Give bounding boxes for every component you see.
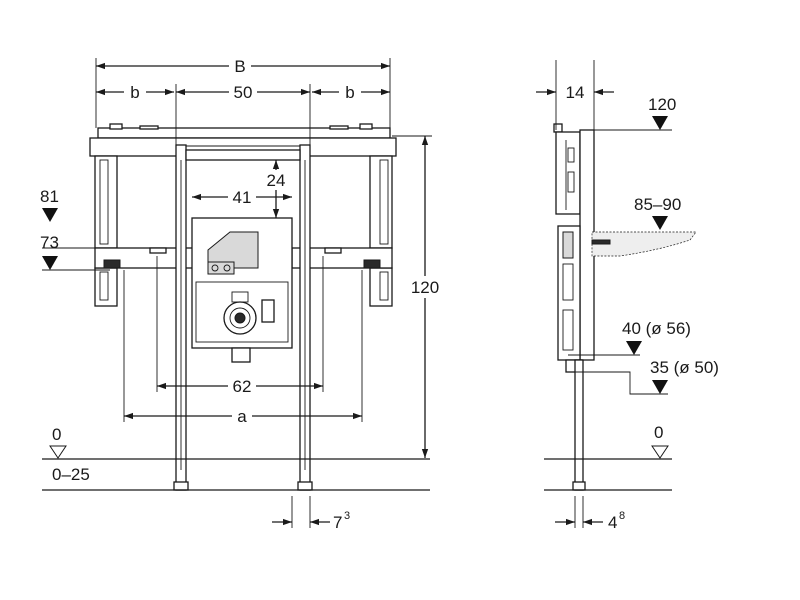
dim-62-label: 62 xyxy=(233,377,252,396)
basin-level-marker xyxy=(652,216,668,230)
dim-B-label: B xyxy=(234,57,245,76)
dim-b-left-label: b xyxy=(130,83,139,102)
level-73-label: 73 xyxy=(40,233,59,252)
front-level-0-label: 0 xyxy=(52,425,61,444)
level-120-label: 120 xyxy=(648,95,676,114)
foot-offset-label: 7 xyxy=(333,513,342,532)
level-120-marker xyxy=(652,116,668,130)
left-side-bracket xyxy=(94,155,118,307)
dim-b-right-label: b xyxy=(345,83,354,102)
outlet-35-label: 35 (ø 50) xyxy=(650,358,719,377)
dim-a-label: a xyxy=(237,407,247,426)
side-foot-offset-label: 4 xyxy=(608,513,617,532)
outlet-40-marker xyxy=(626,341,642,355)
flush-unit xyxy=(191,217,293,363)
side-view: 14 120 85–90 40 (ø 56) 35 (ø 50) 0 4 8 xyxy=(536,60,719,532)
dim-41-label: 41 xyxy=(233,188,252,207)
front-view: B b 50 b 24 41 62 a xyxy=(40,56,443,532)
side-foot-offset-sup: 8 xyxy=(619,510,625,522)
foot-offset-sup: 3 xyxy=(344,510,350,522)
front-level-0-marker xyxy=(49,445,67,459)
outlet-35-marker xyxy=(652,380,668,394)
level-81-marker xyxy=(42,208,58,222)
side-level-0-label: 0 xyxy=(654,423,663,442)
depth-14-label: 14 xyxy=(566,83,585,102)
basin-outline xyxy=(591,231,697,257)
dim-120-label: 120 xyxy=(411,278,439,297)
level-81-label: 81 xyxy=(40,187,59,206)
level-73-marker xyxy=(42,256,58,270)
right-clamp xyxy=(363,259,381,269)
left-clamp xyxy=(103,259,121,269)
dim-50-label: 50 xyxy=(234,83,253,102)
outlet-40-label: 40 (ø 56) xyxy=(622,319,691,338)
side-level-0-marker xyxy=(651,445,669,459)
side-frame xyxy=(553,123,595,491)
right-side-bracket xyxy=(369,155,393,307)
dim-24-label: 24 xyxy=(267,171,286,190)
basin-level-label: 85–90 xyxy=(634,195,681,214)
floor-range-label: 0–25 xyxy=(52,465,90,484)
